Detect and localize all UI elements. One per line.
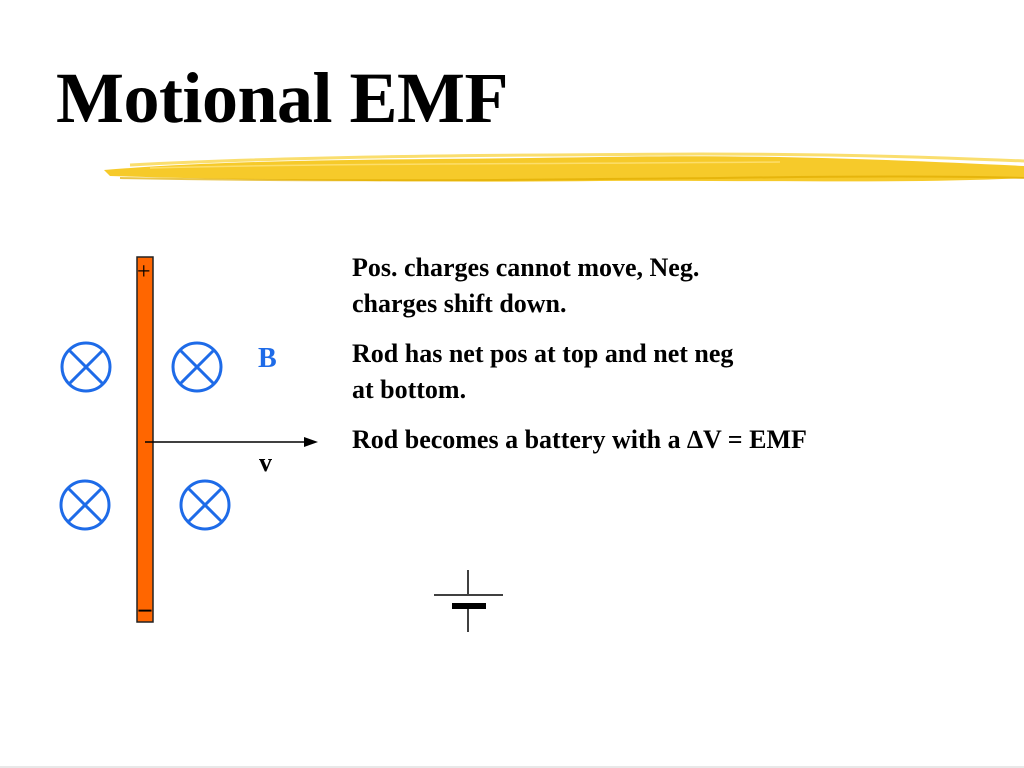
field-into-page-icon bbox=[179, 479, 231, 531]
bullet-line: Rod becomes a battery with a ∆V = EMF bbox=[352, 425, 807, 454]
field-into-page-icon bbox=[171, 341, 223, 393]
negative-charge-sign: − bbox=[137, 596, 153, 627]
battery-icon bbox=[434, 570, 503, 632]
bullet-line: charges shift down. bbox=[352, 289, 567, 318]
bullet-paragraph: Rod has net pos at top and net neg at bo… bbox=[352, 336, 972, 408]
bullet-paragraph: Rod becomes a battery with a ∆V = EMF bbox=[352, 422, 972, 458]
bullet-paragraph: Pos. charges cannot move, Neg. charges s… bbox=[352, 250, 972, 322]
positive-charge-sign: + bbox=[137, 259, 151, 285]
bullet-line: Rod has net pos at top and net neg bbox=[352, 339, 734, 368]
slide-title: Motional EMF bbox=[56, 58, 508, 138]
velocity-arrow-icon bbox=[145, 437, 318, 447]
title-highlight-stroke bbox=[104, 152, 1024, 182]
velocity-label: v bbox=[259, 448, 272, 477]
conducting-rod bbox=[136, 256, 154, 623]
bullet-line: at bottom. bbox=[352, 375, 467, 404]
magnetic-field-label: B bbox=[258, 343, 277, 374]
field-into-page-icon bbox=[59, 479, 111, 531]
footer-divider bbox=[0, 766, 1024, 768]
field-into-page-icon bbox=[60, 341, 112, 393]
bullet-line: Pos. charges cannot move, Neg. bbox=[352, 253, 700, 282]
explanation-text: Pos. charges cannot move, Neg. charges s… bbox=[352, 250, 972, 472]
